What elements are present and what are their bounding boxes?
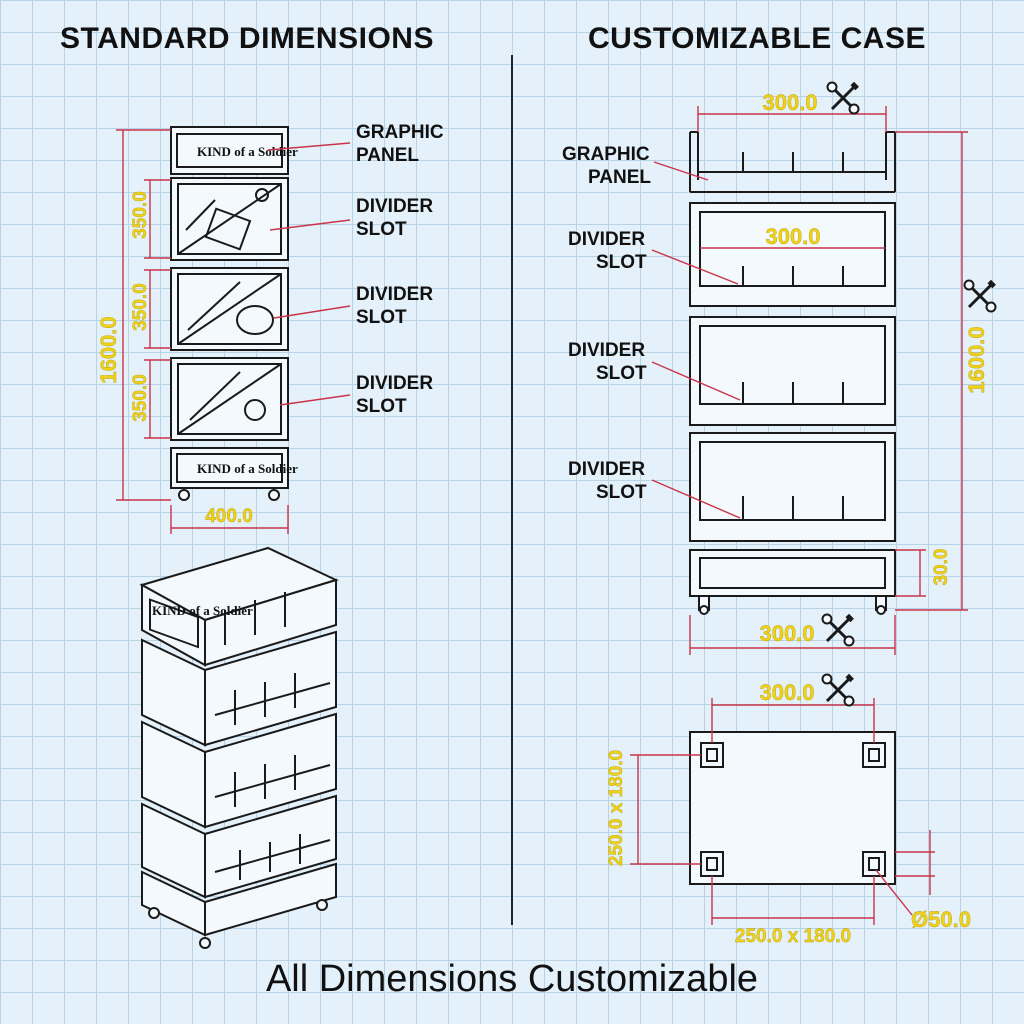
section-3-height-dimension: 350.0 xyxy=(130,374,151,422)
right-front-elevation xyxy=(689,131,896,615)
right-label-divider-1a: DIVIDER xyxy=(568,229,645,250)
brand-logo-bottom: KIND of a Soldier xyxy=(197,461,298,476)
right-label-divider-3a: DIVIDER xyxy=(568,459,645,480)
right-label-graphic-panel-2: PANEL xyxy=(588,167,651,188)
wrench-screwdriver-icon xyxy=(821,672,856,707)
section-2-height-dimension: 350.0 xyxy=(130,283,151,331)
brand-logo-top: KIND of a Soldier xyxy=(197,144,298,159)
left-label-divider-2b: SLOT xyxy=(356,307,407,328)
left-label-divider-1a: DIVIDER xyxy=(356,196,433,217)
left-label-divider-3a: DIVIDER xyxy=(356,373,433,394)
right-plan-view: 300.0 250.0 x 180.0 250.0 x 180.0 Ø50.0 xyxy=(606,672,971,947)
footer-caption: All Dimensions Customizable xyxy=(265,958,759,1000)
wrench-screwdriver-icon xyxy=(963,278,998,313)
left-callouts: GRAPHIC PANEL DIVIDER SLOT DIVIDER SLOT … xyxy=(267,122,444,417)
caster-left xyxy=(178,489,190,501)
top-width-dimension: 300.0 xyxy=(762,90,817,115)
caster-diameter-dimension: Ø50.0 xyxy=(911,907,971,932)
right-height-dimension: 1600.0 xyxy=(964,326,989,393)
section-1-height-dimension: 350.0 xyxy=(130,191,151,239)
left-label-divider-2a: DIVIDER xyxy=(356,284,433,305)
plan-width-dimension: 300.0 xyxy=(759,680,814,705)
left-label-graphic-panel-2: PANEL xyxy=(356,145,419,166)
right-label-divider-1b: SLOT xyxy=(596,252,647,273)
plan-side-dimension: 250.0 x 180.0 xyxy=(606,750,627,866)
base-height-dimension: 30.0 xyxy=(931,549,952,586)
right-dimensions: 300.0 300.0 1600.0 30.0 300.0 xyxy=(689,80,998,655)
customizable-case-title: CUSTOMIZABLE CASE xyxy=(588,22,926,55)
left-dimensions: 1600.0 350.0 350.0 350.0 400.0 xyxy=(96,129,289,534)
right-label-divider-2a: DIVIDER xyxy=(568,340,645,361)
overall-height-dimension: 1600.0 xyxy=(96,316,121,383)
plan-bottom-dimension: 250.0 x 180.0 xyxy=(735,926,851,947)
left-label-divider-3b: SLOT xyxy=(356,396,407,417)
left-front-elevation: KIND of a Soldier KIND of a Soldier xyxy=(170,126,298,501)
right-label-graphic-panel-1: GRAPHIC xyxy=(562,144,650,165)
left-label-divider-1b: SLOT xyxy=(356,219,407,240)
caster-right xyxy=(268,489,280,501)
overall-width-dimension: 400.0 xyxy=(205,506,253,527)
wrench-screwdriver-icon xyxy=(826,80,861,115)
right-callouts: GRAPHIC PANEL DIVIDER SLOT DIVIDER SLOT … xyxy=(562,144,741,519)
iso-brand-logo: KIND of a Soldier xyxy=(152,603,253,618)
standard-dimensions-title: STANDARD DIMENSIONS xyxy=(60,22,434,55)
right-label-divider-2b: SLOT xyxy=(596,363,647,384)
left-isometric-view: KIND of a Soldier xyxy=(139,546,339,949)
left-label-graphic-panel-1: GRAPHIC xyxy=(356,122,444,143)
bottom-width-dimension: 300.0 xyxy=(759,621,814,646)
center-divider xyxy=(511,55,513,925)
inner-width-dimension: 300.0 xyxy=(765,224,820,249)
right-label-divider-3b: SLOT xyxy=(596,482,647,503)
wrench-screwdriver-icon xyxy=(821,612,856,647)
